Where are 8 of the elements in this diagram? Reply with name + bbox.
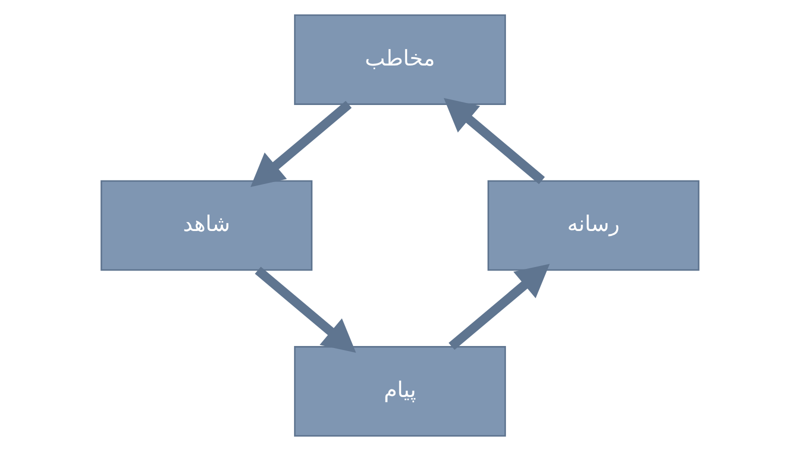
node-box: پیام <box>294 346 506 436</box>
arrow <box>254 266 356 352</box>
arrow <box>448 263 550 350</box>
node-box: شاهد <box>100 180 312 270</box>
node-box: مخاطب <box>294 14 506 104</box>
node-box: رسانه <box>488 180 700 270</box>
arrow <box>444 98 545 184</box>
arrow <box>250 100 352 186</box>
